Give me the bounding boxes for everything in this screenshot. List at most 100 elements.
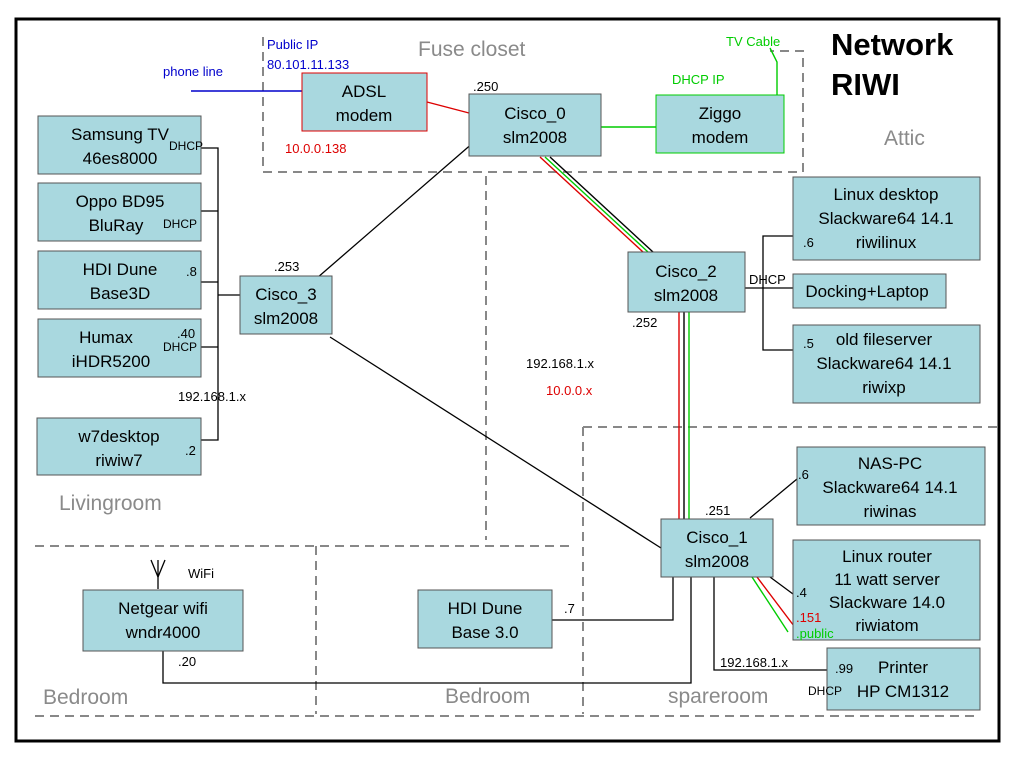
center-subnet-red: 10.0.0.x [546, 383, 593, 398]
linux-desktop-box [792, 176, 981, 261]
public-ip-label: Public IP [267, 37, 318, 52]
attic-bus [762, 235, 793, 351]
docking-laptop-box [792, 273, 947, 309]
cisco1-router-green [751, 576, 789, 633]
cisco2-ip: .252 [632, 315, 657, 330]
netgear-ip: .20 [178, 654, 196, 669]
hdi-dune-3d-box [37, 250, 202, 310]
old-fileserver-box [792, 324, 981, 404]
printer-ip: .99 [835, 661, 853, 676]
dhcp-docking: DHCP [749, 272, 786, 287]
w7desktop-ip: .2 [185, 443, 196, 458]
linux-router-public: .public [796, 626, 834, 641]
wifi-label: WiFi [188, 566, 214, 581]
cisco0-ip: .250 [473, 79, 498, 94]
hdi-dune-30-box [417, 589, 553, 649]
dhcp-ip-label: DHCP IP [672, 72, 725, 87]
colored-links [191, 47, 795, 633]
oppo-bluray-box [37, 182, 202, 242]
docking-laptop-label: Docking+Laptop [805, 282, 928, 301]
link-cisco1-nas [749, 478, 798, 519]
room-bedroom-1: Bedroom [43, 686, 128, 709]
livingroom-bus [201, 147, 219, 441]
cisco3-ip: .253 [274, 259, 299, 274]
adsl-lan-ip: 10.0.0.138 [285, 141, 346, 156]
dhcp-oppo: DHCP [163, 217, 197, 231]
nas-pc-box [796, 446, 986, 526]
printer-box [826, 647, 981, 711]
samsung-tv-box [37, 115, 202, 175]
diagram-frame [14, 17, 1001, 743]
linux-router-box [792, 539, 981, 641]
link-cisco1-hdi30 [552, 577, 674, 621]
nas-pc-ip: .6 [798, 467, 809, 482]
netgear-wifi-box [82, 589, 244, 652]
humax-box [37, 318, 202, 378]
link-netgear-cisco1 [162, 577, 692, 684]
linux-desktop-ip: .6 [803, 235, 814, 250]
livingroom-subnet: 192.168.1.x [178, 389, 246, 404]
cisco1-box [660, 518, 774, 578]
hdi-dune-3d-ip: .8 [186, 264, 197, 279]
center-subnet: 192.168.1.x [526, 356, 594, 371]
humax-ip: .40 [177, 326, 195, 341]
link-adsl-cisco0 [426, 101, 470, 114]
link-cisco3-cisco0 [316, 141, 475, 279]
cisco2-box [627, 251, 746, 313]
cisco0-box [468, 93, 602, 157]
room-attic: Attic [884, 127, 925, 150]
linux-router-ip: .4 [796, 585, 807, 600]
tv-cable-label: TV Cable [726, 34, 780, 49]
public-ip-value: 80.101.11.133 [267, 57, 349, 72]
cisco1-router-red [756, 576, 795, 627]
cisco1-ip: .251 [705, 503, 730, 518]
wifi-antenna-icon [150, 559, 166, 589]
dhcp-printer: DHCP [808, 684, 842, 698]
room-spareroom: spareroom [668, 685, 768, 708]
link-cisco3-cisco1 [329, 336, 662, 549]
dhcp-humax: DHCP [163, 340, 197, 354]
ethernet-links [162, 141, 827, 684]
link-cisco1-router [769, 576, 794, 595]
tv-cable-link [769, 47, 778, 96]
cisco3-box [239, 275, 333, 335]
cisco0-cisco2-green [544, 156, 649, 253]
hdi-dune-30-ip: .7 [564, 601, 575, 616]
spareroom-subnet: 192.168.1.x [720, 655, 788, 670]
dhcp-samsung: DHCP [169, 139, 203, 153]
title-line-2: RIWI [831, 67, 900, 102]
room-boundaries [35, 37, 998, 717]
fuse-closet-boundary [262, 37, 804, 173]
phone-line-label: phone line [163, 64, 223, 79]
room-bedroom-2: Bedroom [445, 685, 530, 708]
room-fuse-closet: Fuse closet [418, 38, 526, 61]
ziggo-modem-box [655, 94, 785, 154]
link-cisco1-printer [713, 577, 827, 671]
linux-router-red-ip: .151 [796, 610, 821, 625]
title-line-1: Network [831, 27, 954, 62]
old-fileserver-ip: .5 [803, 336, 814, 351]
cisco0-cisco2-red [539, 156, 644, 253]
adsl-modem-box [301, 72, 428, 132]
room-livingroom: Livingroom [59, 492, 162, 515]
w7desktop-box [36, 417, 202, 476]
